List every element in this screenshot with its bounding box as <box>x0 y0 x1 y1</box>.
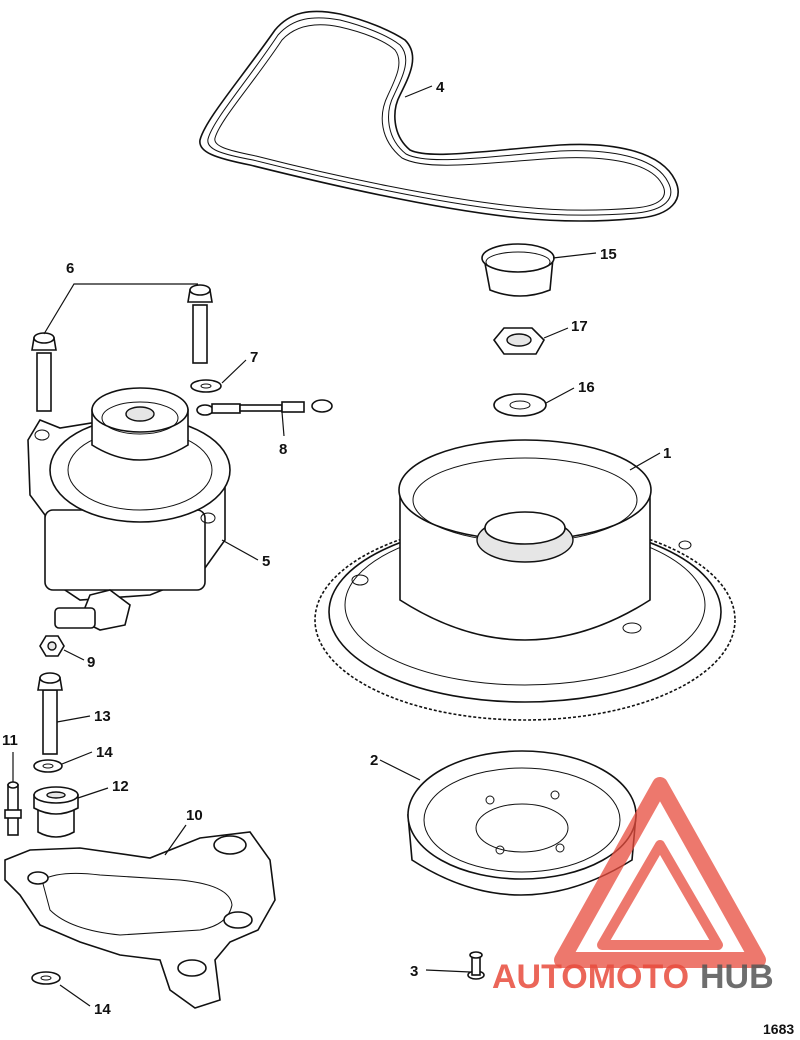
watermark-text-b: HUB <box>700 958 774 996</box>
watermark-text-a: AUTOMOTO <box>492 958 689 996</box>
callout-8: 8 <box>279 441 287 458</box>
callout-9: 9 <box>87 654 95 671</box>
bushing <box>33 786 79 838</box>
flywheel <box>314 439 736 721</box>
callout-15: 15 <box>600 246 617 263</box>
screw-long <box>37 672 63 755</box>
callout-11: 11 <box>2 732 18 749</box>
callout-2: 2 <box>370 752 378 769</box>
screws <box>31 284 213 412</box>
leader-lines <box>12 85 661 1007</box>
washer-14 <box>31 759 63 985</box>
callout-1: 1 <box>663 445 671 462</box>
washer <box>493 393 547 417</box>
callout-4: 4 <box>436 79 445 96</box>
nut <box>492 327 545 355</box>
bracket <box>4 831 276 1009</box>
nut-small <box>39 635 65 657</box>
callout-14-upper: 14 <box>96 744 113 761</box>
callout-14-lower: 14 <box>94 1001 111 1018</box>
washer-small <box>190 379 222 393</box>
callout-10: 10 <box>186 807 203 824</box>
callout-labels: 1 2 3 4 5 6 7 8 9 10 11 12 13 14 14 15 1… <box>2 79 671 1018</box>
callout-5: 5 <box>262 553 270 570</box>
alternator <box>27 387 231 631</box>
callout-13: 13 <box>94 708 111 725</box>
callout-3: 3 <box>410 963 418 980</box>
callout-12: 12 <box>112 778 129 795</box>
figure-number: 1683 <box>763 1021 794 1037</box>
callout-6: 6 <box>66 260 74 277</box>
stud <box>4 781 22 836</box>
hub <box>407 750 637 896</box>
watermark-logo <box>554 777 766 968</box>
callout-17: 17 <box>571 318 588 335</box>
callout-16: 16 <box>578 379 595 396</box>
screw <box>467 951 485 980</box>
cap <box>481 243 555 297</box>
ground-strap <box>196 399 333 416</box>
callout-7: 7 <box>250 349 258 366</box>
drive-belt <box>199 10 679 222</box>
